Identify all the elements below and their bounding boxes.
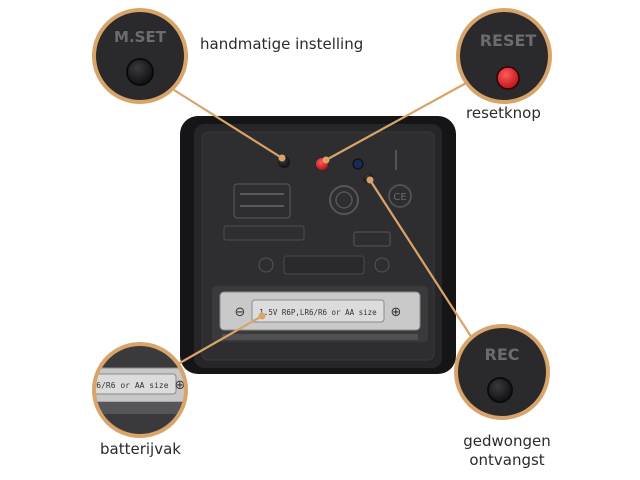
callout-reset: RESET	[456, 8, 552, 104]
leader-manual	[173, 89, 283, 159]
leader-battery	[177, 315, 263, 365]
rec-text: REC	[485, 345, 520, 364]
label-forced-line1: gedwongen	[463, 432, 551, 450]
mset-button[interactable]	[126, 58, 154, 86]
clock-movement: CE 1.5V R6P,LR6/R6 or AA size ⊖ ⊕	[180, 116, 456, 374]
rec-button-small[interactable]	[352, 158, 364, 170]
leader-lines	[173, 81, 473, 365]
ce-mark: CE	[393, 192, 406, 203]
callout-battery: R6/R6 or AA size ⊕	[91, 342, 188, 438]
rec-button[interactable]	[487, 377, 513, 403]
label-forced-line2: ontvangst	[469, 451, 545, 469]
model-label-frame	[233, 183, 291, 219]
embossed-mark	[223, 225, 305, 241]
label-manual-setting: handmatige instelling	[200, 35, 364, 53]
callout-mset: M.SET	[92, 8, 188, 104]
battery-spec-text: 1.5V R6P,LR6/R6 or AA size	[259, 308, 377, 317]
label-forced-reception: gedwongen ontvangst	[452, 432, 562, 470]
leader-dot-manual	[278, 154, 286, 162]
ce-mark-circle	[388, 184, 412, 208]
minus-mark	[258, 257, 274, 273]
reset-button[interactable]	[496, 66, 520, 90]
leader-reset	[325, 81, 469, 161]
callout-ring-reset	[456, 8, 552, 104]
embossed-slot	[283, 255, 365, 275]
callout-ring-rec	[454, 324, 550, 420]
plus-mark	[374, 257, 390, 273]
label-battery-compartment: batterijvak	[100, 440, 181, 458]
reset-text: RESET	[480, 31, 537, 50]
leader-dot-reset	[322, 156, 330, 164]
leader-forced	[369, 179, 473, 339]
callout-ring-battery	[92, 342, 188, 438]
battery-minus: ⊖	[235, 305, 246, 320]
leader-dot-forced	[366, 176, 374, 184]
callout-ring-mset	[92, 8, 188, 104]
embossed-seal	[329, 185, 359, 215]
battery-plus: ⊕	[391, 305, 402, 320]
callout-rec: REC	[454, 324, 550, 420]
battery-plus-zoom: ⊕	[175, 378, 186, 393]
embossed-tag	[353, 231, 391, 247]
leader-dot-battery	[258, 312, 266, 320]
mset-text: M.SET	[114, 28, 167, 46]
battery-spec-zoom: R6/R6 or AA size	[91, 381, 168, 390]
label-reset-button: resetknop	[466, 104, 541, 122]
battery-label	[251, 299, 385, 323]
